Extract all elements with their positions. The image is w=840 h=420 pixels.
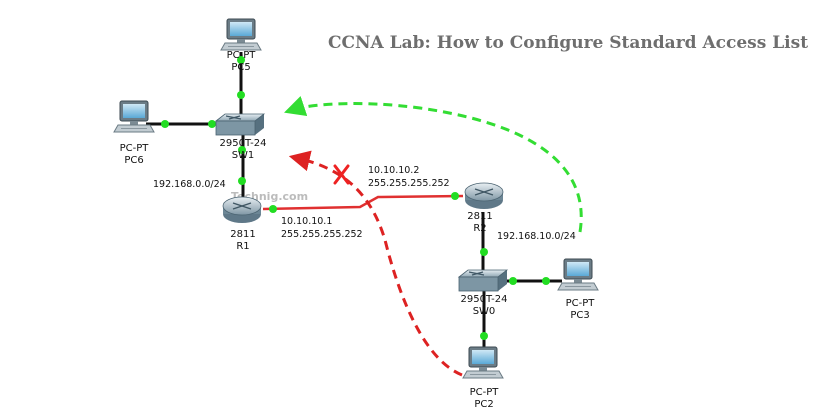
device-type-label: 2811: [230, 229, 255, 240]
r2-serial-mask: 255.255.255.252: [368, 178, 450, 189]
pc-icon: [220, 18, 262, 51]
port-dot: [208, 120, 216, 128]
r1-serial-mask: 255.255.255.252: [281, 229, 363, 240]
links: [146, 52, 562, 348]
blocked-traffic-path: [288, 150, 463, 377]
device-pc2[interactable]: PC-PT PC2: [462, 346, 504, 410]
port-dot: [238, 146, 246, 154]
device-r1[interactable]: 2811 R1: [222, 196, 262, 252]
switch-icon: [458, 269, 508, 292]
device-type-label: PC-PT: [470, 387, 500, 398]
device-type-label: 2950T-24: [220, 138, 267, 149]
device-type-label: 2811: [467, 211, 492, 222]
port-dot: [237, 56, 245, 64]
network-label-lan1: 192.168.0.0/24: [153, 179, 226, 190]
device-sw1[interactable]: 2950T-24 SW1: [215, 113, 267, 161]
port-dot: [269, 205, 277, 213]
device-name-label: R1: [236, 241, 249, 252]
device-pc3[interactable]: PC-PT PC3: [557, 258, 599, 321]
pc-icon: [557, 258, 599, 291]
network-label-lan2: 192.168.10.0/24: [497, 231, 576, 242]
device-type-label: PC-PT: [566, 298, 596, 309]
device-type-label: PC-PT: [120, 143, 150, 154]
diagram-title: CCNA Lab: How to Configure Standard Acce…: [328, 33, 808, 53]
port-dot: [480, 248, 488, 256]
port-dot: [480, 332, 488, 340]
blocked-x-mark: [333, 164, 350, 185]
port-dot: [509, 277, 517, 285]
r1-serial-ip: 10.10.10.1: [281, 216, 332, 227]
device-name-label: R2: [473, 223, 486, 234]
pc-icon: [462, 346, 504, 379]
device-type-label: PC-PT: [227, 50, 257, 61]
device-r2[interactable]: 2811 R2: [464, 182, 504, 234]
device-pc6[interactable]: PC-PT PC6: [113, 100, 155, 166]
device-sw0[interactable]: 2950T-24 SW0: [458, 269, 508, 317]
allowed-traffic-path: [284, 96, 583, 233]
port-dot: [237, 91, 245, 99]
switch-icon: [215, 113, 265, 136]
device-name-label: PC3: [570, 310, 589, 321]
device-name-label: PC6: [124, 155, 143, 166]
device-pc5[interactable]: PC-PT PC5: [220, 18, 262, 73]
port-dot: [238, 177, 246, 185]
r2-serial-ip: 10.10.10.2: [368, 165, 419, 176]
router-icon: [222, 196, 262, 224]
device-type-label: 2950T-24: [461, 294, 508, 305]
port-dot: [542, 277, 550, 285]
device-name-label: PC2: [474, 399, 493, 410]
port-dots: [161, 56, 550, 340]
device-name-label: SW1: [232, 150, 255, 161]
router-icon: [464, 182, 504, 210]
pc-icon: [113, 100, 155, 133]
device-name-label: PC5: [231, 62, 250, 73]
port-dot: [161, 120, 169, 128]
device-name-label: SW0: [473, 306, 496, 317]
port-dot: [451, 192, 459, 200]
